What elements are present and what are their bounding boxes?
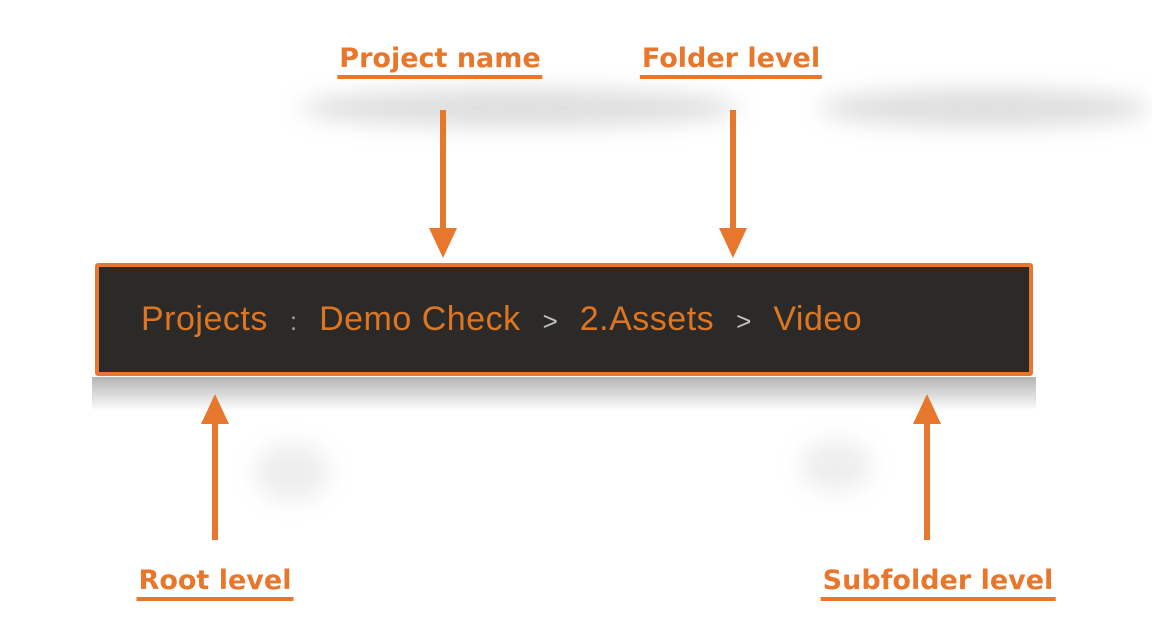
arrow-shaft: [924, 424, 930, 540]
arrow-head-down-icon: [719, 228, 747, 258]
arrow-shaft: [440, 110, 446, 228]
breadcrumb-item-project[interactable]: Demo Check: [319, 300, 521, 338]
shadow-smudge: [820, 88, 1150, 128]
arrow-shaft: [730, 110, 736, 228]
annotation-project-name: Project name: [337, 44, 543, 79]
arrow-shaft: [212, 424, 218, 540]
breadcrumb-separator-colon: :: [289, 305, 298, 336]
arrow-head-down-icon: [429, 228, 457, 258]
arrow-head-up-icon: [913, 394, 941, 424]
arrow-up-to-subfolder-level: [913, 394, 941, 540]
arrow-head-up-icon: [201, 394, 229, 424]
breadcrumb-separator-chevron: >: [736, 305, 752, 336]
shadow-smudge: [255, 443, 330, 501]
annotation-root-level: Root level: [136, 566, 294, 601]
arrow-up-to-root-level: [201, 394, 229, 540]
breadcrumb-item-folder[interactable]: 2.Assets: [579, 300, 715, 338]
arrow-down-to-project-name: [429, 110, 457, 258]
shadow-smudge: [800, 440, 872, 492]
breadcrumb-separator-chevron: >: [542, 305, 558, 336]
shadow-smudge: [300, 88, 740, 128]
annotation-folder-level: Folder level: [639, 44, 823, 79]
breadcrumb-item-subfolder[interactable]: Video: [773, 300, 863, 338]
breadcrumb-item-root[interactable]: Projects: [141, 300, 268, 338]
arrow-down-to-folder-level: [719, 110, 747, 258]
breadcrumb: Projects : Demo Check > 2.Assets > Video: [95, 263, 1033, 376]
annotation-subfolder-level: Subfolder level: [820, 566, 1056, 601]
breadcrumb-drop-shadow: [92, 377, 1036, 411]
